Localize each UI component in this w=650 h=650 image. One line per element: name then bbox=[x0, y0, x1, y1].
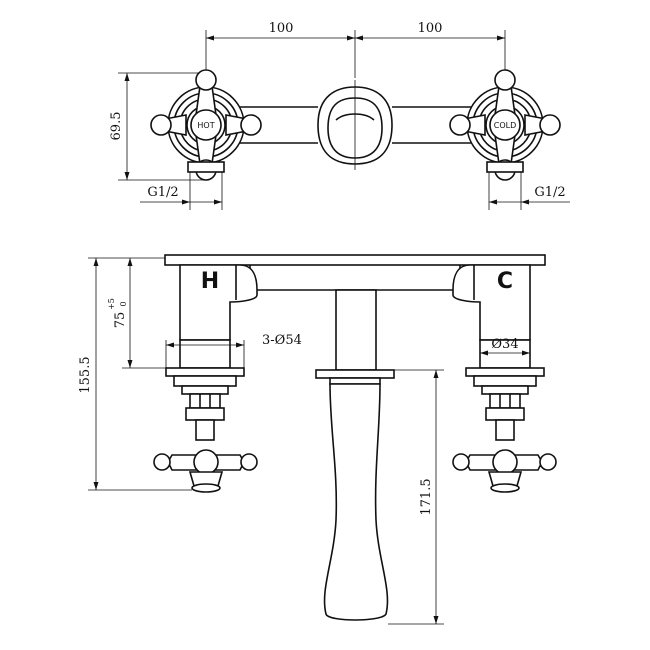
cold-letter: C bbox=[497, 269, 513, 294]
front-view: H C bbox=[78, 254, 557, 625]
dim-thread-left: G1/2 bbox=[140, 172, 223, 210]
spout-front bbox=[315, 289, 395, 621]
dim-rosette: 3-Ø54 bbox=[165, 333, 302, 368]
spout-top bbox=[317, 80, 393, 170]
top-view: 100 100 69.5 bbox=[109, 21, 570, 210]
cold-handle-top: COLD bbox=[449, 69, 561, 181]
dim-height-top: 69.5 bbox=[109, 72, 205, 181]
dim-thread-right: G1/2 bbox=[488, 172, 570, 210]
dim-adjust-value: 75 bbox=[113, 312, 128, 329]
thread-right-label: G1/2 bbox=[534, 185, 565, 200]
hot-label: HOT bbox=[197, 121, 214, 130]
thread-left-label: G1/2 bbox=[147, 185, 178, 200]
dim-right-spacing: 100 bbox=[418, 21, 443, 36]
dim-total-height-value: 155.5 bbox=[78, 356, 93, 393]
dim-spout-value: 171.5 bbox=[419, 478, 434, 515]
dim-height-value: 69.5 bbox=[109, 112, 124, 141]
dim-adjust-tol-lower: 0 bbox=[119, 301, 128, 306]
cold-valve-front: C bbox=[452, 264, 557, 493]
hot-valve-front: H bbox=[153, 264, 258, 493]
cold-label: COLD bbox=[494, 121, 517, 130]
dim-spout: 171.5 bbox=[388, 369, 444, 625]
hot-letter: H bbox=[201, 269, 219, 294]
dim-adjust-tol-upper: +5 bbox=[107, 298, 116, 310]
dim-adjust: 75 +5 0 bbox=[107, 258, 166, 369]
dim-total-height: 155.5 bbox=[78, 257, 192, 491]
dim-left-spacing: 100 bbox=[269, 21, 294, 36]
dim-spacing: 100 100 bbox=[205, 21, 506, 78]
dim-body-value: Ø34 bbox=[491, 337, 518, 352]
dim-rosette-value: 3-Ø54 bbox=[262, 333, 302, 348]
hot-handle-top: HOT bbox=[150, 69, 262, 181]
dim-body: Ø34 bbox=[479, 337, 531, 360]
